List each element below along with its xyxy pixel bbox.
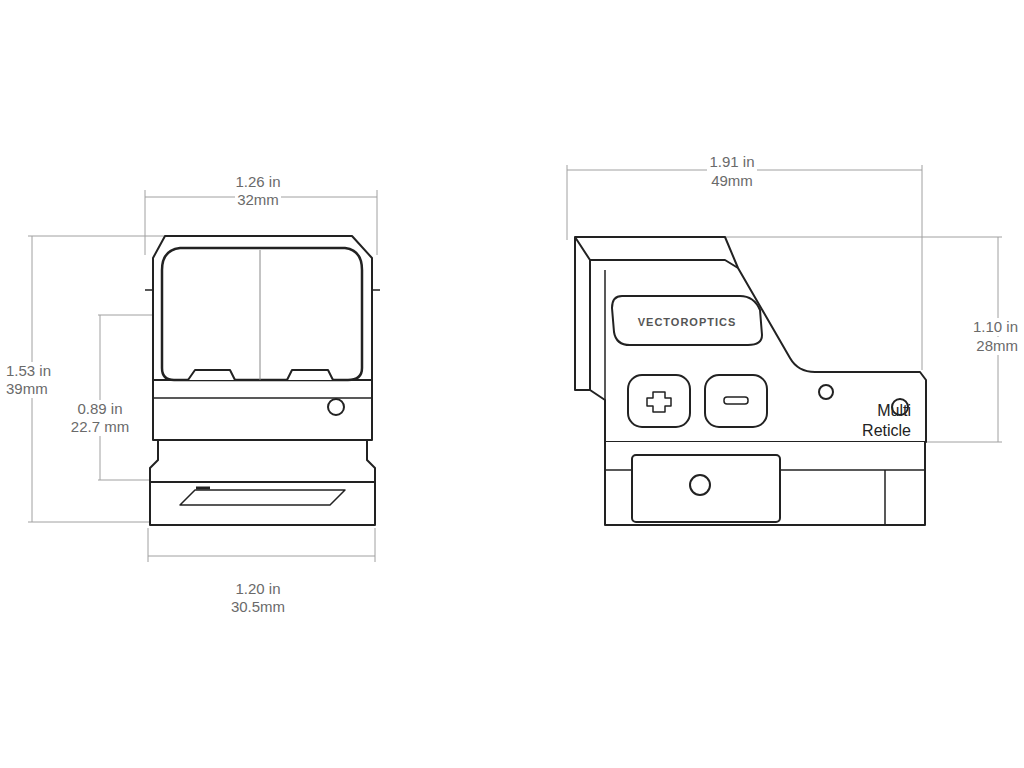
dimension-label: 22.7 mm bbox=[69, 418, 131, 436]
dimension-label: 49mm bbox=[709, 172, 755, 190]
dimension-label: 1.10 in bbox=[971, 318, 1020, 336]
dimension-label: 32mm bbox=[235, 191, 281, 209]
dimension-label: 28mm bbox=[974, 337, 1020, 355]
dimension-label: 1.91 in bbox=[707, 153, 756, 171]
front-view bbox=[145, 236, 380, 525]
dimension-label: 1.53 in bbox=[4, 362, 53, 380]
brand-logo: VECTOROPTICS bbox=[636, 313, 739, 331]
dimension-lines bbox=[28, 165, 1002, 562]
dimension-label: 30.5mm bbox=[229, 598, 287, 616]
dimension-label: 1.20 in bbox=[233, 580, 282, 598]
dimension-label: 1.26 in bbox=[233, 173, 282, 191]
side-view bbox=[575, 237, 926, 525]
dimension-label: 0.89 in bbox=[75, 400, 124, 418]
body-marking: Multi Reticle bbox=[845, 401, 913, 441]
dimension-label: 39mm bbox=[4, 380, 50, 398]
